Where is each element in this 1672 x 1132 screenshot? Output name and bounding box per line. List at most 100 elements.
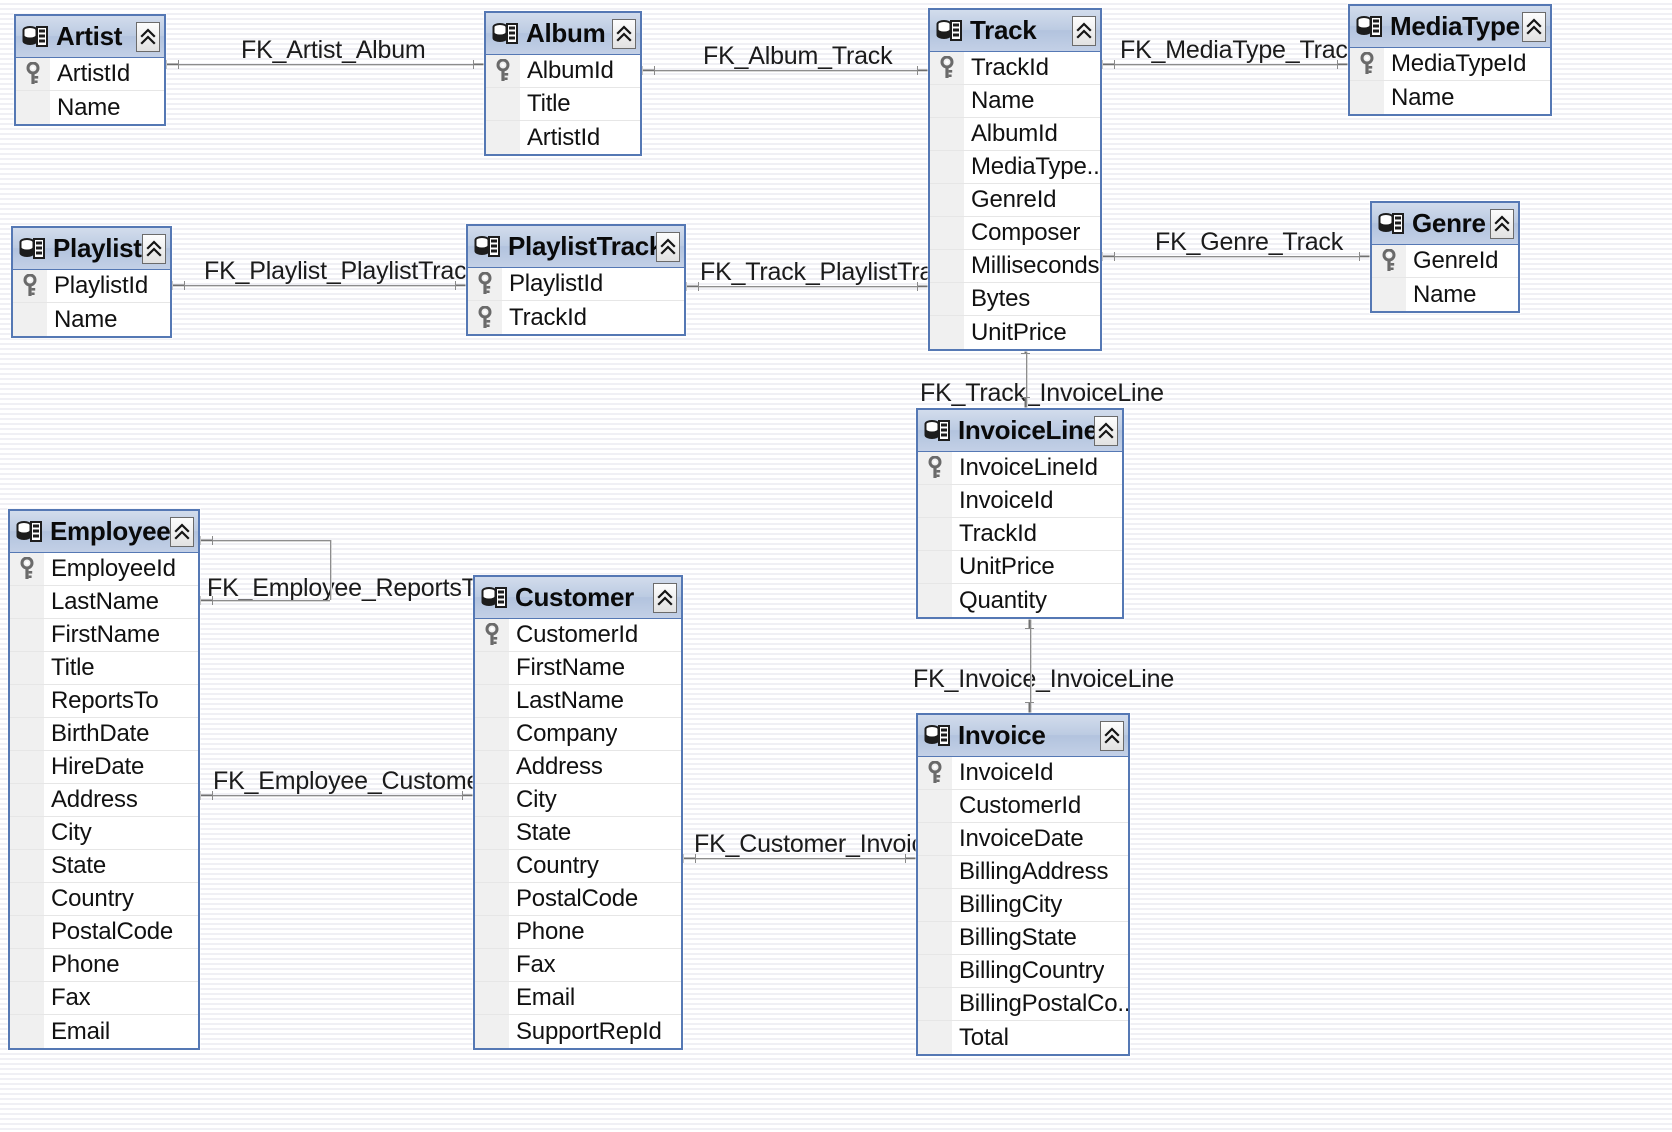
column-row[interactable]: MediaTypeId	[1350, 48, 1550, 81]
column-row[interactable]: EmployeeId	[10, 553, 198, 586]
column-row[interactable]: MediaType...	[930, 151, 1100, 184]
chevron-up-double-icon[interactable]	[170, 516, 194, 547]
chevron-up-double-icon[interactable]	[653, 582, 677, 613]
entity-header-employee[interactable]: Employee	[10, 511, 198, 553]
chevron-up-double-icon[interactable]	[136, 21, 160, 52]
entity-header-playlist[interactable]: Playlist	[13, 228, 170, 270]
column-row[interactable]: Fax	[10, 982, 198, 1015]
relationship-label-fk_invoice_invoiceline[interactable]: FK_Invoice_InvoiceLine	[913, 665, 1175, 693]
column-row[interactable]: Address	[475, 751, 681, 784]
chevron-up-double-icon[interactable]	[1490, 208, 1514, 239]
column-row[interactable]: SupportRepId	[475, 1015, 681, 1048]
column-row[interactable]: GenreId	[1372, 245, 1518, 278]
column-row[interactable]: ArtistId	[16, 58, 164, 91]
entity-header-customer[interactable]: Customer	[475, 577, 681, 619]
chevron-up-double-icon[interactable]	[142, 233, 166, 264]
column-row[interactable]: State	[475, 817, 681, 850]
entity-header-invoice[interactable]: Invoice	[918, 715, 1128, 757]
column-row[interactable]: Phone	[475, 916, 681, 949]
column-row[interactable]: AlbumId	[930, 118, 1100, 151]
column-row[interactable]: AlbumId	[486, 55, 640, 88]
column-row[interactable]: Name	[930, 85, 1100, 118]
column-row[interactable]: InvoiceId	[918, 485, 1122, 518]
column-row[interactable]: HireDate	[10, 751, 198, 784]
column-row[interactable]: BillingCountry	[918, 955, 1128, 988]
column-row[interactable]: Total	[918, 1021, 1128, 1054]
column-row[interactable]: ArtistId	[486, 121, 640, 154]
column-row[interactable]: Country	[475, 850, 681, 883]
column-row[interactable]: Title	[486, 88, 640, 121]
chevron-up-double-icon[interactable]	[1100, 720, 1124, 751]
column-row[interactable]: PlaylistId	[13, 270, 170, 303]
entity-header-invoiceline[interactable]: InvoiceLine	[918, 410, 1122, 452]
relationship-label-fk_mediatype_track[interactable]: FK_MediaType_Track	[1120, 36, 1361, 64]
column-row[interactable]: Bytes	[930, 283, 1100, 316]
chevron-up-double-icon[interactable]	[1094, 415, 1118, 446]
entity-header-playlisttrack[interactable]: PlaylistTrack	[468, 226, 684, 268]
relationship-label-fk_genre_track[interactable]: FK_Genre_Track	[1155, 228, 1344, 256]
column-row[interactable]: InvoiceId	[918, 757, 1128, 790]
column-row[interactable]: Country	[10, 883, 198, 916]
column-row[interactable]: Milliseconds	[930, 250, 1100, 283]
relationship-label-fk_track_invoiceline[interactable]: FK_Track_InvoiceLine	[920, 379, 1164, 407]
relationship-label-fk_track_playlisttrack[interactable]: FK_Track_PlaylistTrack	[700, 258, 958, 286]
column-row[interactable]: UnitPrice	[930, 316, 1100, 349]
column-row[interactable]: GenreId	[930, 184, 1100, 217]
column-row[interactable]: InvoiceLineId	[918, 452, 1122, 485]
relationship-label-fk_artist_album[interactable]: FK_Artist_Album	[241, 36, 426, 64]
entity-header-genre[interactable]: Genre	[1372, 203, 1518, 245]
column-row[interactable]: Name	[16, 91, 164, 124]
chevron-up-double-icon[interactable]	[1522, 11, 1546, 42]
entity-header-artist[interactable]: Artist	[16, 16, 164, 58]
column-row[interactable]: BillingState	[918, 922, 1128, 955]
column-row[interactable]: TrackId	[468, 301, 684, 334]
column-row[interactable]: TrackId	[918, 518, 1122, 551]
column-row[interactable]: Name	[1372, 278, 1518, 311]
column-row[interactable]: BillingAddress	[918, 856, 1128, 889]
column-row[interactable]: Phone	[10, 949, 198, 982]
relationship-label-fk_employee_reportsto[interactable]: FK_Employee_ReportsTo	[207, 574, 488, 602]
column-row[interactable]: Name	[1350, 81, 1550, 114]
column-row[interactable]: UnitPrice	[918, 551, 1122, 584]
entity-header-track[interactable]: Track	[930, 10, 1100, 52]
column-row[interactable]: InvoiceDate	[918, 823, 1128, 856]
relationship-label-fk_playlist_playlisttrack[interactable]: FK_Playlist_PlaylistTrack	[204, 257, 479, 285]
entity-header-album[interactable]: Album	[486, 13, 640, 55]
column-row[interactable]: ReportsTo	[10, 685, 198, 718]
column-row[interactable]: Email	[475, 982, 681, 1015]
chevron-up-double-icon[interactable]	[612, 18, 636, 49]
column-row[interactable]: Email	[10, 1015, 198, 1048]
column-row[interactable]: Fax	[475, 949, 681, 982]
relationship-label-fk_employee_customer[interactable]: FK_Employee_Customer	[213, 767, 489, 795]
column-row[interactable]: TrackId	[930, 52, 1100, 85]
column-row[interactable]: PlaylistId	[468, 268, 684, 301]
column-row[interactable]: PostalCode	[475, 883, 681, 916]
column-row[interactable]: Address	[10, 784, 198, 817]
column-row[interactable]: State	[10, 850, 198, 883]
column-row[interactable]: LastName	[475, 685, 681, 718]
column-row[interactable]: Composer	[930, 217, 1100, 250]
column-row[interactable]: BillingPostalCo...	[918, 988, 1128, 1021]
column-row[interactable]: LastName	[10, 586, 198, 619]
column-row[interactable]: CustomerId	[475, 619, 681, 652]
entity-header-mediatype[interactable]: MediaType	[1350, 6, 1550, 48]
column-row[interactable]: BillingCity	[918, 889, 1128, 922]
chevron-up-double-icon[interactable]	[656, 231, 680, 262]
column-row[interactable]: PostalCode	[10, 916, 198, 949]
column-row[interactable]: BirthDate	[10, 718, 198, 751]
column-row[interactable]: City	[475, 784, 681, 817]
column-row[interactable]: FirstName	[475, 652, 681, 685]
column-row[interactable]: Quantity	[918, 584, 1122, 617]
column-row[interactable]: Title	[10, 652, 198, 685]
